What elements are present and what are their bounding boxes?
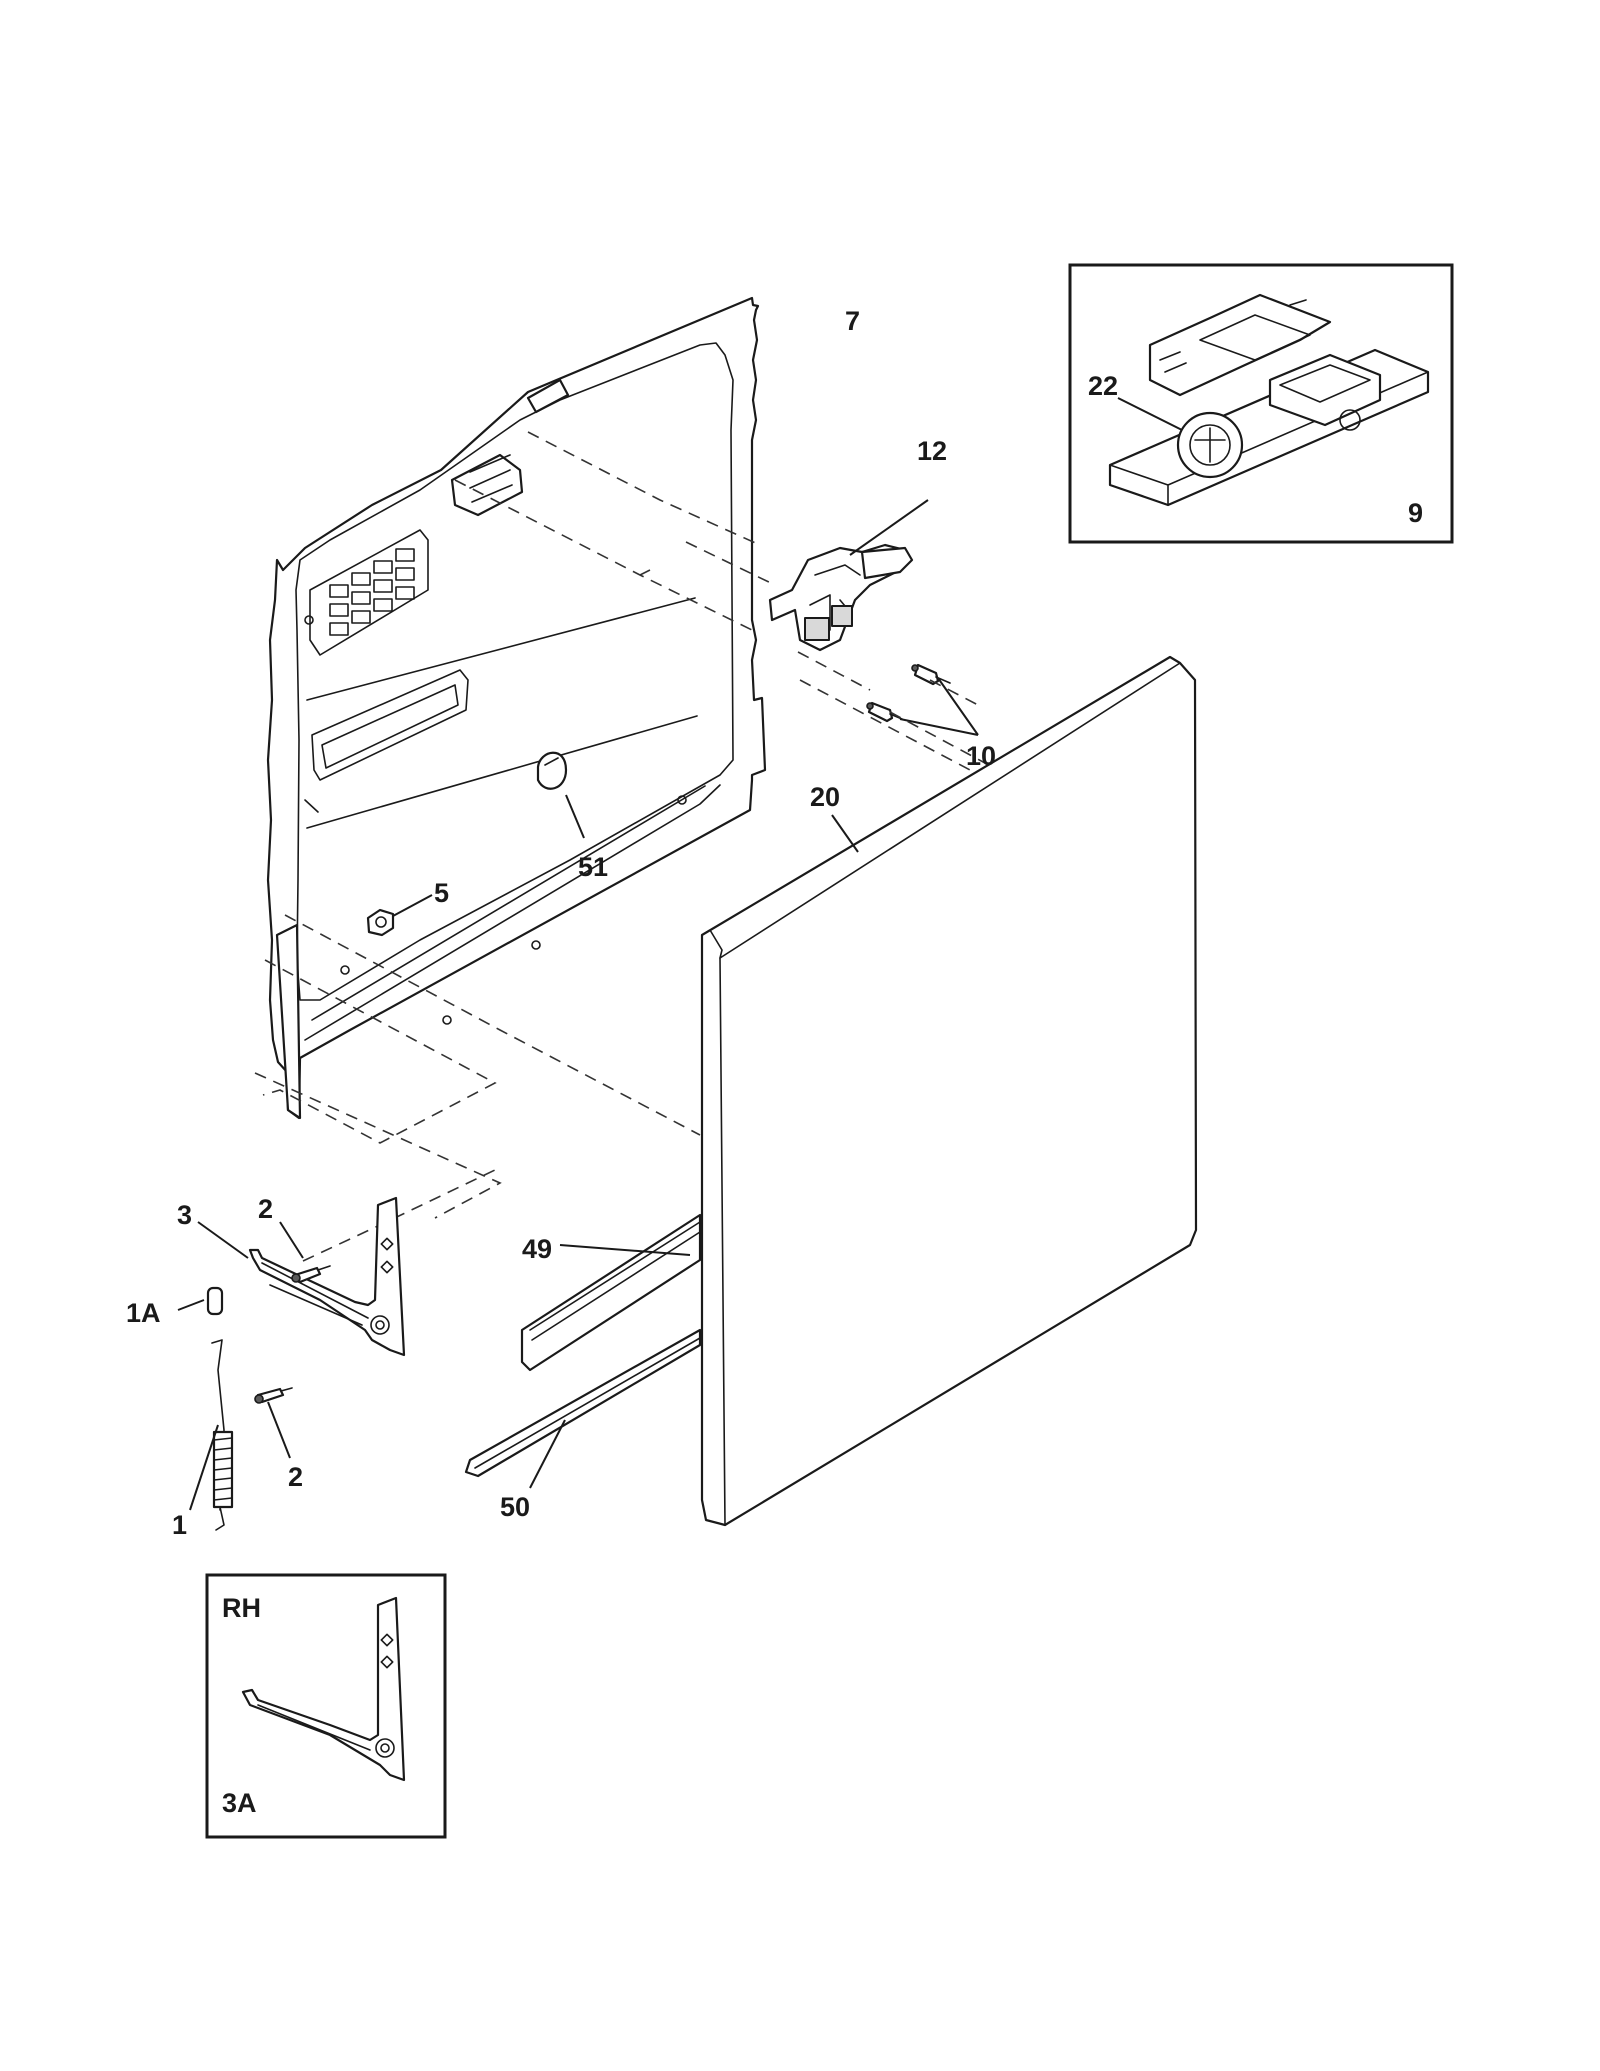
dispenser-inset-frame (1068, 263, 1454, 544)
callout-22: 22 (1088, 371, 1118, 401)
inset-label-rh: RH (222, 1593, 261, 1623)
callout-51: 51 (578, 852, 608, 882)
door-latch (768, 543, 914, 652)
nut-5 (366, 908, 395, 937)
bumper-51 (536, 751, 568, 790)
callout-49: 49 (522, 1234, 552, 1264)
callout-3a: 3A (222, 1788, 257, 1818)
trim-50 (464, 1328, 702, 1478)
callout-9: 9 (1408, 498, 1423, 528)
callout-1a: 1A (126, 1298, 161, 1328)
inner-door-panel (266, 296, 767, 1120)
callout-2-top: 2 (258, 1194, 273, 1224)
spring-1 (211, 1339, 234, 1531)
callout-20: 20 (810, 782, 840, 812)
outer-door-panel (700, 655, 1198, 1527)
hinge-arm (248, 1196, 406, 1357)
rh-hinge-inset-frame (205, 1573, 447, 1839)
callout-12: 12 (917, 436, 947, 466)
screws-10 (866, 663, 951, 723)
clip-1a (206, 1286, 224, 1316)
rh-hinge-arm (241, 1596, 406, 1782)
callout-50: 50 (500, 1492, 530, 1522)
dispenser-assembly (1108, 293, 1430, 507)
callout-7: 7 (845, 306, 860, 336)
callout-1: 1 (172, 1510, 187, 1540)
callout-2-bottom: 2 (288, 1462, 303, 1492)
alignment-lines (254, 431, 986, 1262)
callout-5: 5 (434, 878, 449, 908)
trim-49 (520, 1213, 702, 1372)
vent-slots (329, 548, 415, 636)
callout-10: 10 (966, 741, 996, 771)
callout-3: 3 (177, 1200, 192, 1230)
